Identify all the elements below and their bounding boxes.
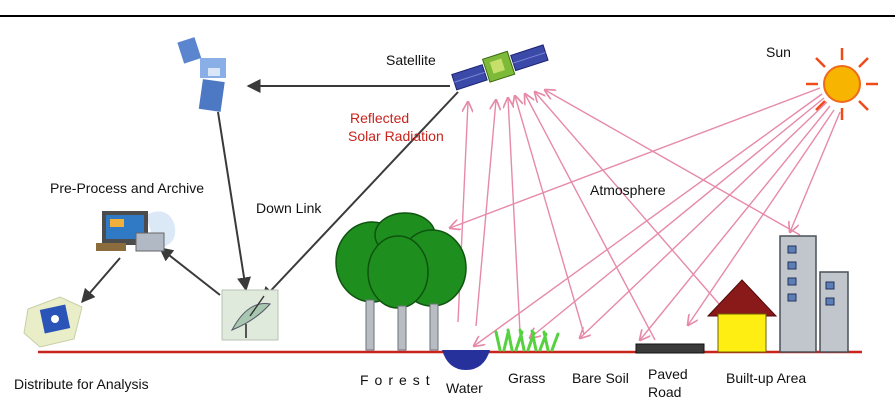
pre-process-label: Pre-Process and Archive <box>50 180 205 196</box>
paved-label: Paved <box>648 366 688 382</box>
house-icon <box>706 279 778 353</box>
bare-soil-label: Bare Soil <box>572 370 629 386</box>
relay-satellite-icon <box>177 37 226 112</box>
built-up-area-label: Built-up Area <box>726 370 807 386</box>
sun-label: Sun <box>766 44 791 60</box>
building-icon <box>779 235 849 353</box>
solar-radiation-label: Solar Radiation <box>348 128 444 144</box>
data-flow-arrows <box>81 79 459 304</box>
grass-icon <box>494 328 560 352</box>
reflected-label: Reflected <box>350 110 410 126</box>
distribute-label: Distribute for Analysis <box>14 376 149 392</box>
atmosphere-label: Atmosphere <box>590 182 666 198</box>
satellite-label: Satellite <box>386 52 436 68</box>
computer-workstation-icon <box>96 211 176 252</box>
water-body <box>442 350 490 370</box>
satellite-dish-icon <box>221 289 279 341</box>
road-label: Road <box>648 384 682 400</box>
map-icon <box>23 296 83 348</box>
forest-label: Forest <box>360 372 436 388</box>
tree-icon <box>335 212 467 351</box>
paved-road <box>635 343 705 354</box>
grass-label: Grass <box>508 370 546 386</box>
sun-icon <box>806 48 878 120</box>
incoming-solar-rays <box>450 87 841 346</box>
reflected-solar-rays <box>457 90 801 341</box>
water-label: Water <box>446 380 483 396</box>
down-link-label: Down Link <box>256 200 322 216</box>
satellite-icon <box>451 44 549 91</box>
